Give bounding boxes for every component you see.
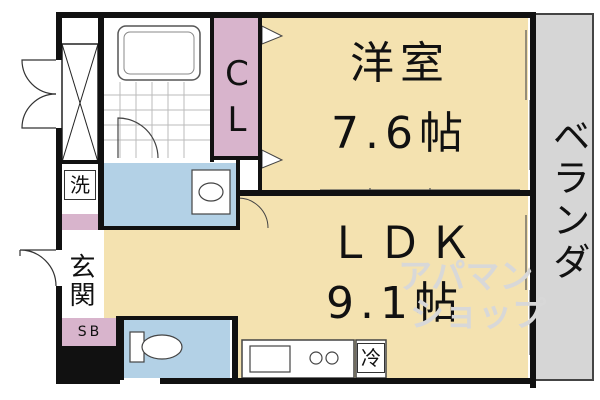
watermark-line-1: アパマン <box>398 257 534 297</box>
ldk-size: 9.1帖 <box>326 278 464 329</box>
walls <box>56 12 536 388</box>
stove-burner-left <box>309 351 323 365</box>
entrance-closet-strip <box>60 214 100 230</box>
closet-label-top: C <box>225 54 249 94</box>
entrance-label: 玄関 <box>65 253 95 309</box>
fridge-label: 冷 <box>357 343 385 373</box>
bathroom-door <box>117 117 159 159</box>
outer-door <box>21 59 57 129</box>
washbasin <box>191 169 231 215</box>
toilet-fixture <box>129 331 183 363</box>
shoe-box-label: SB <box>77 324 103 340</box>
stove-burner-right <box>325 351 339 365</box>
western-room-size: 7.6帖 <box>331 108 469 159</box>
laundry-label: 洗 <box>64 170 96 200</box>
bathtub <box>117 25 201 81</box>
watermark-line-2: ショップ <box>410 295 546 335</box>
closet-label-bottom: L <box>227 100 247 140</box>
western-room-floor <box>262 16 528 191</box>
shoe-box-area <box>60 318 120 346</box>
veranda-area <box>532 13 594 381</box>
bathroom-tiles <box>104 82 210 158</box>
entrance-door <box>19 249 57 287</box>
kitchen-sink <box>249 345 291 373</box>
ldk-name: ＬＤＫ <box>328 218 478 269</box>
bathtub-inner <box>123 31 195 75</box>
closet-area <box>212 16 262 156</box>
western-room-name: 洋室 <box>350 38 450 89</box>
veranda-label: ベランダ <box>546 116 590 284</box>
hallway-floor <box>104 228 238 318</box>
